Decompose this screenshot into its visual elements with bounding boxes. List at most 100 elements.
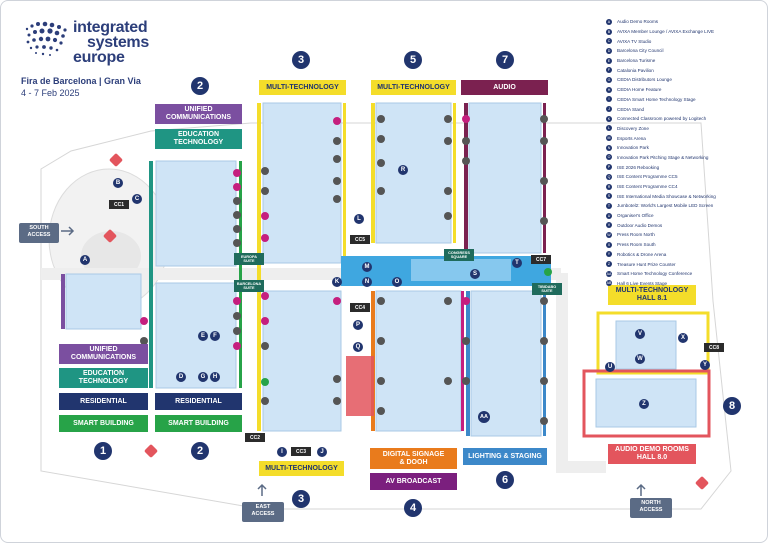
marker-o[interactable]: O [392,277,402,287]
hall-1-edu-label[interactable]: EDUCATION TECHNOLOGY [59,368,148,388]
hall-2-uc-label[interactable]: UNIFIED COMMUNICATIONS [155,104,242,124]
marker-y[interactable]: Y [700,360,710,370]
hall-2-smart-building-label[interactable]: SMART BUILDING [155,415,242,432]
cc2-label[interactable]: CC2 [245,433,265,442]
marker-b[interactable]: B [113,178,123,188]
north-line2: ACCESS [639,507,663,513]
cc8-label[interactable]: CC8 [704,343,724,352]
site-outline [40,122,732,510]
marker-h[interactable]: H [210,372,220,382]
barcelona-suite-label[interactable]: BARCELONA SUITE [234,280,264,292]
hall-1-uc-label[interactable]: UNIFIED COMMUNICATIONS [59,344,148,364]
legend-key-badge: AB [606,280,612,287]
hall-7-audio-label[interactable]: AUDIO [461,80,548,95]
hall-2-residential-label[interactable]: RESIDENTIAL [155,393,242,410]
hall-1-smart-building-label[interactable]: SMART BUILDING [59,415,148,432]
east-access-label[interactable]: EAST ACCESS [242,502,284,522]
marker-c[interactable]: C [132,194,142,204]
marker-u[interactable]: U [605,362,615,372]
marker-e[interactable]: E [198,331,208,341]
legend-key-badge: Q [606,173,612,180]
marker-g[interactable]: G [198,372,208,382]
cc1-label[interactable]: CC1 [109,200,129,209]
tibidabo-suite-label[interactable]: TIBIDABO SUITE [532,283,562,295]
marker-r[interactable]: R [398,165,408,175]
marker-w[interactable]: W [635,354,645,364]
cc5-label[interactable]: CC5 [350,235,370,244]
marker-f[interactable]: F [210,331,220,341]
hall-1-residential-label[interactable]: RESIDENTIAL [59,393,148,410]
legend-key-badge: B [606,28,612,35]
marker-a[interactable]: A [80,255,90,265]
hall-2-edu-label[interactable]: EDUCATION TECHNOLOGY [155,129,242,149]
south-line1: SOUTH [29,225,49,231]
hall-80-audio-demo-label[interactable]: AUDIO DEMO ROOMS HALL 8.0 [608,444,696,464]
hall-81-multitech-label[interactable]: MULTI-TECHNOLOGY HALL 8.1 [608,285,696,305]
europa-suite-label[interactable]: EUROPA SUITE [234,253,264,265]
legend-label: CEDIA Distributors Lounge [617,77,672,83]
logo-line-1: integrated [73,19,148,36]
marker-d[interactable]: D [176,372,186,382]
marker-l[interactable]: L [354,214,364,224]
marker-t[interactable]: T [512,258,522,268]
marker-z[interactable]: Z [639,399,649,409]
hall-6-lighting-label[interactable]: LIGHTING & STAGING [463,448,547,465]
hall-4-digital-signage-label[interactable]: DIGITAL SIGNAGE & DOOH [370,448,457,469]
uc-left-line1: UNIFIED [89,346,118,353]
cc7-label[interactable]: CC7 [531,255,551,264]
marker-p[interactable]: P [353,320,363,330]
cc4-label[interactable]: CC4 [350,303,370,312]
marker-m[interactable]: M [362,262,372,272]
marker-q[interactable]: Q [353,342,363,352]
north-access-label[interactable]: NORTH ACCESS [630,498,672,518]
marker-s[interactable]: S [470,269,480,279]
marker-aa[interactable]: AA [478,411,490,423]
cc3-label[interactable]: CC3 [291,447,311,456]
marker-j[interactable]: J [317,447,327,457]
hall-3-multitech-label[interactable]: MULTI-TECHNOLOGY [259,80,346,95]
hall-5-multitech-label[interactable]: MULTI-TECHNOLOGY [371,80,456,95]
marker-i[interactable]: I [277,447,287,457]
marker-k[interactable]: K [332,277,342,287]
legend-label: ISE 2026 Rebooking [617,164,660,170]
marker-v[interactable]: V [635,329,645,339]
edu-left-line1: EDUCATION [82,370,125,377]
marker-x[interactable]: X [678,333,688,343]
south-access-label[interactable]: SOUTH ACCESS [19,223,59,243]
congress-square-label[interactable]: CONGRESS SQUARE [444,249,474,261]
hall-3-multitech-bottom-label[interactable]: MULTI-TECHNOLOGY [259,461,344,476]
congress-square-inner [411,259,511,281]
hall-4-av-broadcast-label[interactable]: AV BROADCAST [370,473,457,490]
marker-n[interactable]: N [362,277,372,287]
legend-key-badge: R [606,183,612,190]
